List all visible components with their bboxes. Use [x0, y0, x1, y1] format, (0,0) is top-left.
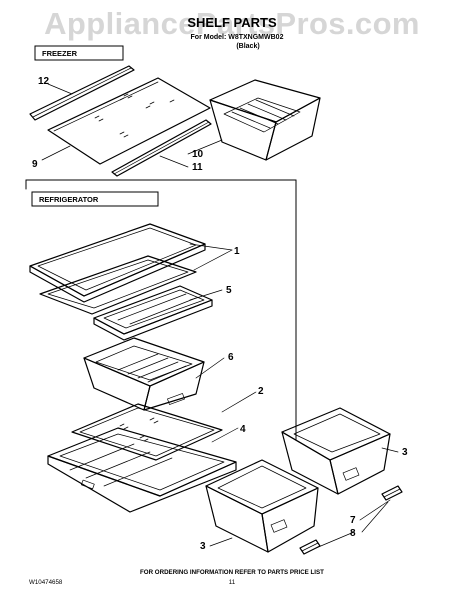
document-number: W10474658 [29, 579, 63, 586]
callout-5: 5 [226, 285, 232, 296]
callout-8: 8 [350, 528, 356, 539]
ordering-note: FOR ORDERING INFORMATION REFER TO PARTS … [140, 569, 324, 576]
callout-6: 6 [228, 352, 234, 363]
color-line: (Black) [236, 43, 259, 50]
refrigerator-section: REFRIGERATOR [25, 179, 297, 441]
refrigerator-label: REFRIGERATOR [39, 195, 99, 204]
part-6-crisper-pan [83, 337, 205, 411]
part-11-shelf-trim-front [111, 119, 212, 177]
part-4-crisper-cover-frame [47, 427, 237, 513]
freezer-leaders [41, 83, 223, 168]
callout-3-left: 3 [200, 541, 206, 552]
part-2-crisper-cover-glass [71, 403, 223, 461]
freezer-label-box [34, 45, 124, 61]
part-1-shelf-trim-assembly [29, 223, 206, 315]
page-number: 11 [229, 579, 236, 586]
freezer-label: FREEZER [42, 49, 78, 58]
callout-12: 12 [38, 76, 50, 87]
model-line: For Model: W8TXNGMWB02 [191, 34, 284, 41]
callout-4: 4 [240, 424, 246, 435]
part-9-freezer-glass-shelf [47, 77, 211, 165]
part-5-shelf-frame [93, 285, 213, 341]
callout-3-right: 3 [402, 447, 408, 458]
page-title: SHELF PARTS [187, 15, 277, 30]
refrigerator-label-box [31, 191, 159, 207]
freezer-section: FREEZER [25, 45, 297, 181]
part-3-crisper-drawer-left [205, 459, 319, 553]
callout-2: 2 [258, 386, 264, 397]
part-12-shelf-trim-rear [29, 65, 135, 121]
part-10-freezer-bin [209, 79, 321, 161]
refrigerator-leaders [189, 243, 399, 549]
callout-1: 1 [234, 246, 240, 257]
callout-7: 7 [350, 515, 356, 526]
part-3-crisper-drawer-right [281, 407, 391, 495]
callout-10: 10 [192, 149, 204, 160]
callout-9: 9 [32, 159, 38, 170]
callout-11: 11 [192, 162, 203, 173]
watermark-text: AppliancePartsPros.com [44, 6, 420, 41]
